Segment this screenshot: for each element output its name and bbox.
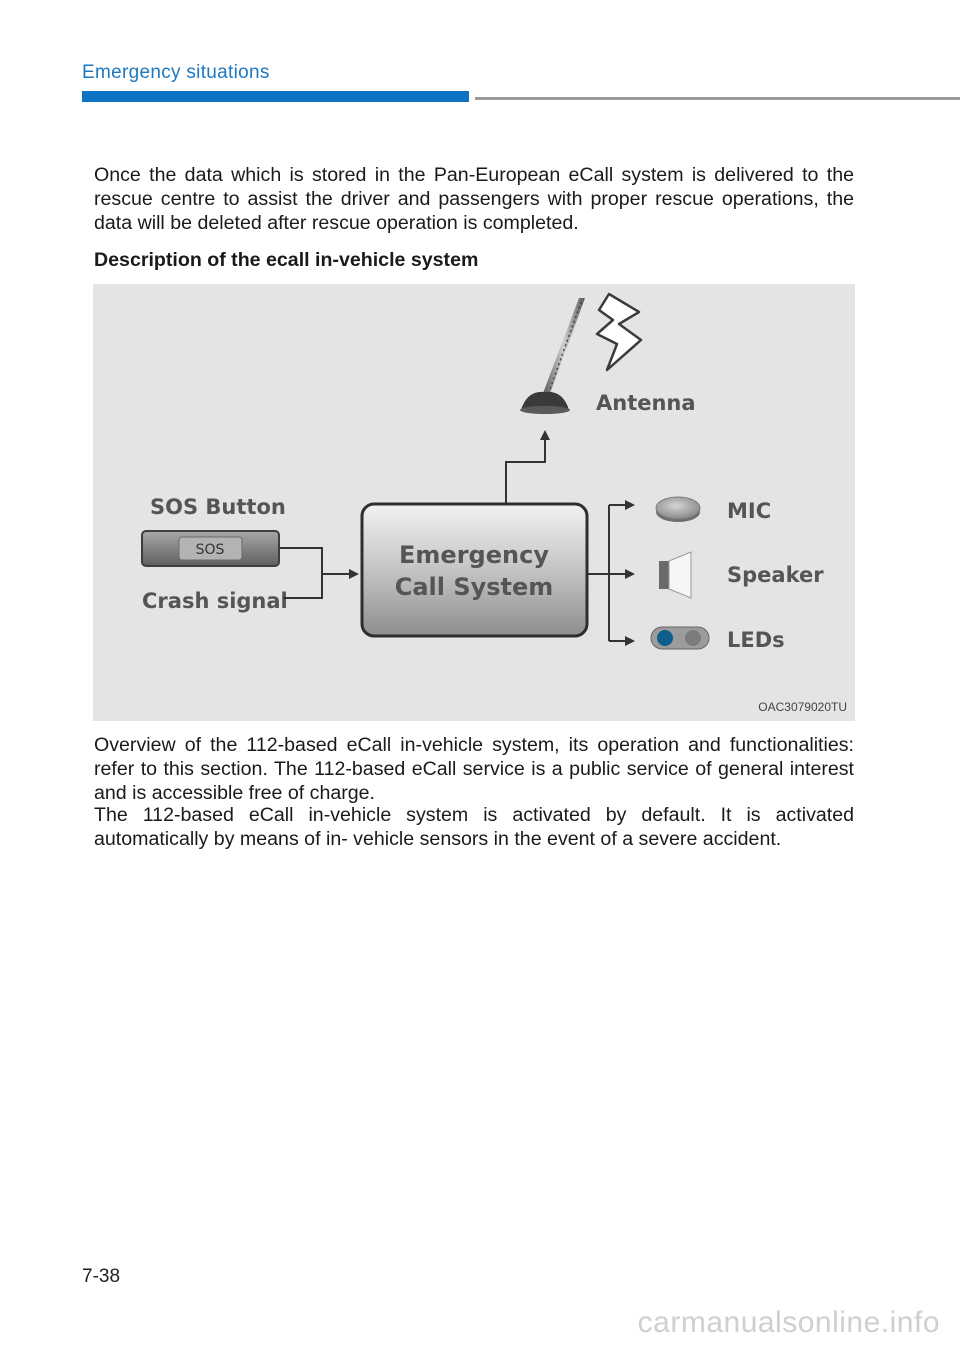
speaker-label: Speaker xyxy=(727,563,824,587)
sos-button-label: SOS Button xyxy=(150,495,286,519)
activation-paragraph: The 112-based eCall in-vehicle system is… xyxy=(94,804,854,850)
system-label-line1: Emergency xyxy=(399,541,549,569)
microphone-icon xyxy=(655,496,701,522)
watermark: carmanualsonline.info xyxy=(637,1306,940,1339)
header-accent-bar xyxy=(82,91,469,102)
system-label-line2: Call System xyxy=(395,573,554,601)
input-connector-arrow xyxy=(279,547,359,599)
sos-key-text: SOS xyxy=(196,542,225,558)
leds-icon xyxy=(650,626,710,650)
sos-button-icon: SOS xyxy=(141,530,280,567)
speaker-icon xyxy=(659,551,692,599)
antenna-connector-arrow xyxy=(505,430,550,504)
antenna-label: Antenna xyxy=(596,391,696,415)
section-title: Emergency situations xyxy=(82,62,270,83)
antenna-icon xyxy=(520,298,585,414)
overview-paragraph: Overview of the 112-based eCall in-vehic… xyxy=(94,734,854,804)
emergency-call-system-box: Emergency Call System xyxy=(360,502,589,638)
subsection-heading: Description of the ecall in-vehicle syst… xyxy=(94,249,479,271)
intro-paragraph: Once the data which is stored in the Pan… xyxy=(94,164,854,234)
page-number: 7-38 xyxy=(82,1266,121,1287)
signal-bolt-icon xyxy=(595,292,643,372)
ecall-system-diagram: Antenna SOS Button SOS Crash signal Emer… xyxy=(93,284,855,721)
mic-label: MIC xyxy=(727,499,771,523)
header-divider-line xyxy=(475,97,960,100)
diagram-canvas: Antenna SOS Button SOS Crash signal Emer… xyxy=(141,292,824,652)
leds-label: LEDs xyxy=(727,628,785,652)
crash-signal-label: Crash signal xyxy=(142,589,288,613)
output-connector-arrows xyxy=(587,500,635,646)
figure-code: OAC3079020TU xyxy=(758,700,847,714)
